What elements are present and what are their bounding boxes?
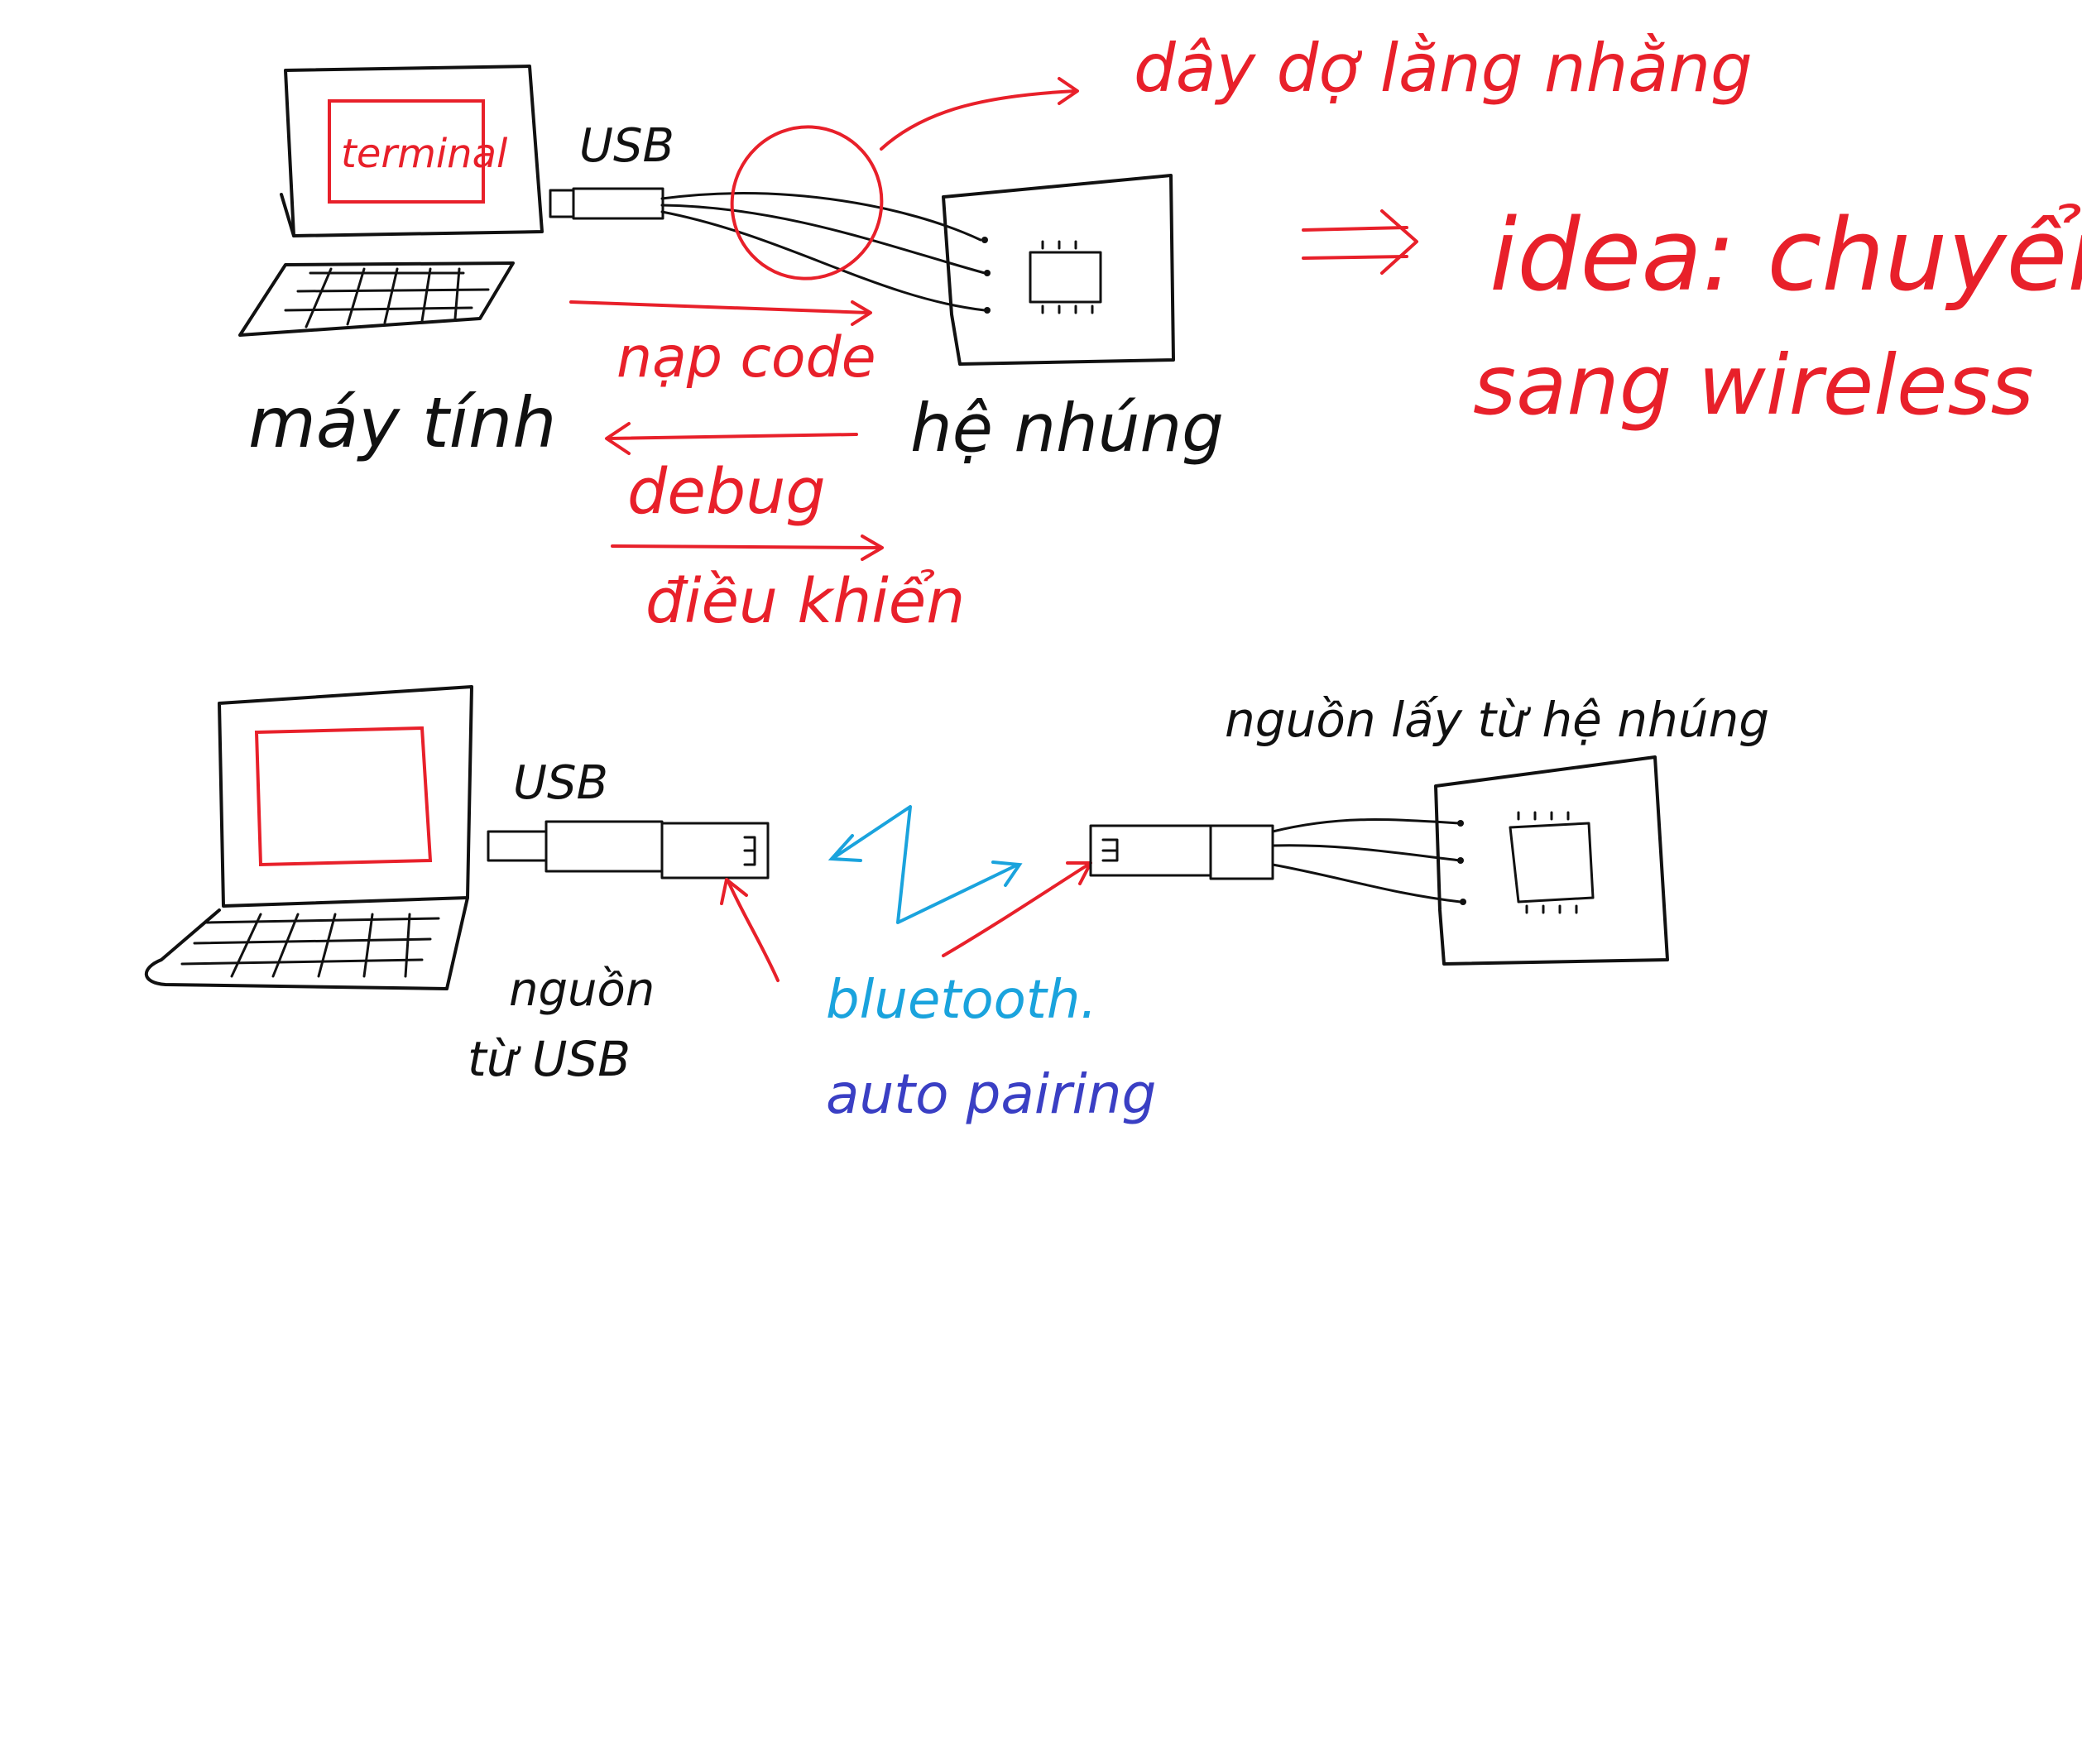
bluetooth-label: bluetooth. [826, 970, 1097, 1031]
double-arrow-icon [1302, 209, 1418, 275]
circuit-board-icon-bottom [1434, 755, 1669, 966]
laptop-icon-top [238, 65, 544, 337]
terminal-screen [328, 99, 485, 204]
cables-top [660, 192, 986, 312]
arrow-icon-board-dongle [942, 861, 1092, 957]
debug-label: debug [627, 454, 826, 528]
usb-label-top: USB [579, 119, 674, 173]
control-label: điều khiển [645, 566, 965, 637]
cables-bottom [1271, 818, 1462, 904]
upload-label: nạp code [616, 325, 876, 391]
power-embedded-label: nguồn lấy từ hệ nhúng [1225, 692, 1769, 748]
embedded-label-top: hệ nhúng [910, 390, 1224, 467]
idea-line2: sang wireless [1473, 337, 2034, 434]
computer-label: máy tính [248, 382, 556, 463]
lightning-icon [828, 805, 1023, 924]
arrow-icon-pc-dongle [720, 878, 780, 982]
power-usb-line1: nguồn [509, 963, 655, 1017]
usb-dongle-icon-pc [487, 820, 770, 880]
usb-plug-top [549, 187, 664, 220]
idea-line1: idea: chuyển [1490, 199, 2082, 314]
circuit-board-icon-top [942, 174, 1175, 366]
chip-icon-top [1029, 240, 1102, 314]
terminal-label: terminal [341, 131, 508, 177]
usb-dongle-icon-board [1089, 824, 1274, 880]
usb-label-bottom: USB [513, 756, 608, 810]
arrow-icon-control [611, 534, 884, 561]
cable-note: dây dợ lằng nhằng [1134, 30, 1753, 107]
laptop-screen-bottom [254, 726, 433, 867]
arrow-icon-upload [569, 300, 872, 326]
power-usb-line2: từ USB [468, 1031, 631, 1087]
arrow-icon-debug [605, 422, 858, 455]
pairing-label: auto pairing [826, 1062, 1156, 1126]
chip-icon-bottom [1509, 811, 1595, 914]
laptop-icon-bottom [144, 685, 473, 990]
cable-highlight [730, 77, 1079, 280]
